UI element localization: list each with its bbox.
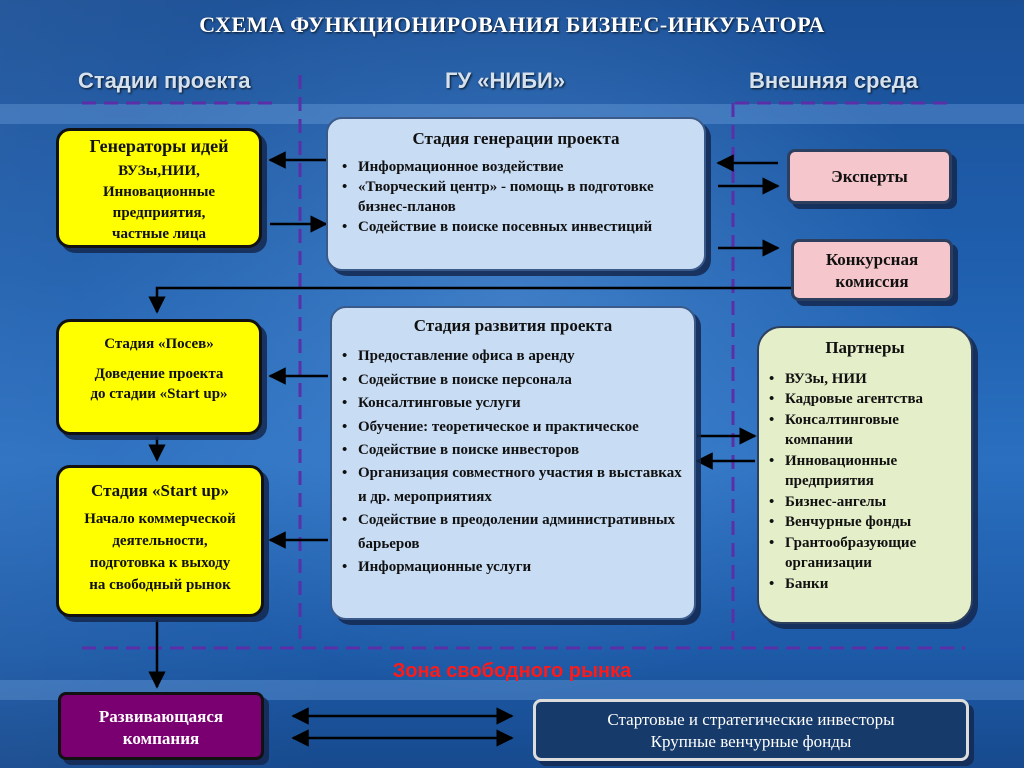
free-market-zone-label: Зона свободного рынка [392,660,632,682]
development-stage-list: Предоставление офиса в аренду Содействие… [340,345,686,579]
generators-title: Генераторы идей [89,136,229,156]
column-header-environment: Внешняя среда [749,68,918,93]
startup-stage-title: Стадия «Start up» [91,481,229,500]
list-item: Банки [767,574,963,595]
startup-stage-line: деятельности, [112,533,208,549]
development-stage-box: Стадия развития проекта Предоставление о… [330,306,696,620]
commission-line: Конкурсная [825,250,919,269]
commission-line: комиссия [835,272,909,291]
investors-line: Крупные венчурные фонды [650,732,852,751]
development-stage-title: Стадия развития проекта [413,316,613,335]
startup-stage-line: на свободный рынок [89,577,231,593]
list-item: Содействие в поиске персонала [340,369,686,393]
background-band [0,104,1024,124]
seed-stage-box: Стадия «Посев» Доведение проекта до стад… [56,319,262,435]
list-item: Обучение: теоретическое и практическое [340,416,686,440]
column-header-stages: Стадии проекта [78,68,251,93]
seed-stage-line: до стадии «Start up» [90,386,228,402]
list-item: Содействие в преодолении административны… [340,509,686,556]
experts-box: Эксперты [787,149,952,204]
investors-box: Стартовые и стратегические инвесторы Кру… [533,699,969,761]
investors-line: Стартовые и стратегические инвесторы [607,710,895,729]
company-line: Развивающаяся [98,707,224,726]
column-header-nibi: ГУ «НИБИ» [445,68,566,93]
list-item: Грантообразующие организации [767,533,963,574]
list-item: Информационные услуги [340,556,686,580]
list-item: Содействие в поиске инвесторов [340,439,686,463]
generation-stage-title: Стадия генерации проекта [412,129,620,148]
list-item: Венчурные фонды [767,512,963,533]
generation-stage-box: Стадия генерации проекта Информационное … [326,117,706,271]
list-item: ВУЗы, НИИ [767,369,963,390]
startup-stage-line: Начало коммерческой [84,511,236,527]
developing-company-box: Развивающаяся компания [58,692,264,760]
company-line: компания [122,729,200,748]
list-item: Содействие в поиске посевных инвестиций [340,217,692,237]
list-item: «Творческий центр» - помощь в подготовке… [340,177,692,217]
seed-stage-line: Доведение проекта [94,366,224,382]
generators-line: предприятия, [112,205,206,221]
startup-stage-line: подготовка к выходу [89,555,231,571]
list-item: Консалтинговые услуги [340,392,686,416]
partners-list: ВУЗы, НИИ Кадровые агентства Консалтинго… [767,369,963,595]
list-item: Инновационные предприятия [767,451,963,492]
partners-box: Партнеры ВУЗы, НИИ Кадровые агентства Ко… [757,326,973,624]
generation-stage-list: Информационное воздействие «Творческий ц… [340,157,692,237]
commission-box: Конкурсная комиссия [791,239,953,301]
generators-line: Инновационные [102,184,216,200]
list-item: Бизнес-ангелы [767,492,963,513]
partners-title: Партнеры [825,338,905,357]
list-item: Информационное воздействие [340,157,692,177]
arrow-commission-to-seed [148,286,795,314]
list-item: Консалтинговые компании [767,410,963,451]
list-item: Кадровые агентства [767,389,963,410]
generators-box: Генераторы идей ВУЗы,НИИ, Инновационные … [56,128,262,248]
list-item: Предоставление офиса в аренду [340,345,686,369]
page-title: СХЕМА ФУНКЦИОНИРОВАНИЯ БИЗНЕС-ИНКУБАТОРА [199,12,825,37]
startup-stage-box: Стадия «Start up» Начало коммерческой де… [56,465,264,617]
experts-label: Эксперты [831,166,908,186]
seed-stage-title: Стадия «Посев» [104,336,214,352]
list-item: Организация совместного участия в выстав… [340,462,686,509]
generators-line: частные лица [112,226,206,242]
generators-line: ВУЗы,НИИ, [118,163,200,179]
